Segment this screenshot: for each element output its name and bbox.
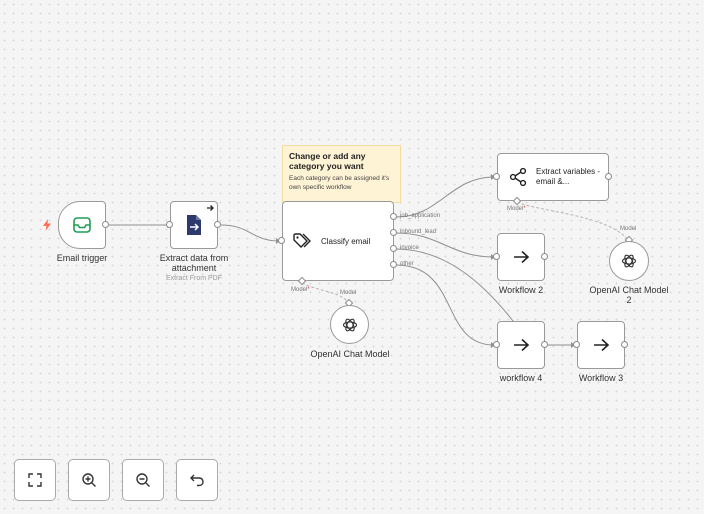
arrow-right-icon: [594, 338, 610, 352]
edge-model-openai2: [516, 201, 630, 242]
zoom-out-button[interactable]: [122, 459, 164, 501]
workflow-4-node[interactable]: [497, 321, 545, 369]
sticky-note[interactable]: Change or add any category you want Each…: [282, 145, 401, 203]
extract-variables-label: Extract variables - email &...: [536, 167, 601, 186]
workflow-4-input-handle[interactable]: [493, 341, 500, 348]
edge-inbound-workflow2: [395, 232, 495, 258]
output-job-application-label: job_application: [400, 213, 441, 219]
workflow-2-node[interactable]: [497, 233, 545, 281]
workflow-3-input-handle[interactable]: [573, 341, 580, 348]
extract-pdf-sublabel: Extract From PDF: [165, 275, 222, 282]
arrow-right-icon: [514, 250, 530, 264]
classify-email-label: Classify email: [321, 236, 371, 246]
edge-other-workflow4: [395, 264, 495, 346]
sticky-body: Each category can be assigned it's own s…: [289, 175, 390, 191]
classify-input-handle[interactable]: [278, 237, 285, 244]
trigger-bolt-icon: [43, 219, 51, 231]
openai-icon: [621, 254, 637, 268]
openai-chat-model-label: OpenAI Chat Model: [310, 349, 390, 359]
openai-icon: [342, 318, 357, 331]
zoom-out-icon: [136, 473, 150, 487]
email-trigger-node[interactable]: [58, 201, 106, 249]
openai-chat-model-2-node[interactable]: [609, 241, 649, 281]
extract-variables-node[interactable]: Extract variables - email &...: [497, 153, 609, 201]
extract-variables-output-handle[interactable]: [605, 173, 612, 180]
undo-button[interactable]: [176, 459, 218, 501]
output-invoice-label: invoice: [400, 245, 419, 251]
classify-model-label: Model*: [291, 287, 310, 293]
output-other-label: other: [400, 261, 414, 267]
inbox-icon: [73, 217, 91, 233]
edge-job-extractvars: [395, 176, 495, 218]
zoom-in-icon: [82, 473, 96, 487]
fit-view-icon: [28, 473, 42, 487]
edge-invoice-workflow4: [395, 248, 521, 331]
email-trigger-label: Email trigger: [56, 253, 108, 263]
extract-pdf-input-handle[interactable]: [166, 221, 173, 228]
undo-icon: [190, 474, 204, 487]
email-trigger-output-handle[interactable]: [102, 221, 109, 228]
workflow-2-output-handle[interactable]: [541, 253, 548, 260]
openai-chat-model-node[interactable]: [330, 305, 369, 344]
sticky-title: Change or add any category you want: [289, 151, 366, 171]
output-other-handle[interactable]: [390, 261, 397, 268]
extract-pdf-output-handle[interactable]: [214, 221, 221, 228]
extract-variables-input-handle[interactable]: [493, 173, 500, 180]
extract-variables-model-label: Model*: [507, 206, 526, 212]
arrow-right-icon: [514, 338, 530, 352]
output-invoice-handle[interactable]: [390, 245, 397, 252]
openai2-model-label: Model: [620, 226, 637, 232]
workflow-4-label: workflow 4: [499, 373, 543, 383]
output-job-application-handle[interactable]: [390, 213, 397, 220]
workflow-4-output-handle[interactable]: [541, 341, 548, 348]
workflow-3-node[interactable]: [577, 321, 625, 369]
arrow-right-small-icon: [207, 205, 214, 211]
output-inbound-lead-handle[interactable]: [390, 229, 397, 236]
openai-chat-model-2-label: OpenAI Chat Model 2: [589, 285, 669, 305]
fit-view-button[interactable]: [14, 459, 56, 501]
workflow-3-label: Workflow 3: [578, 373, 624, 383]
pdf-file-icon: [187, 215, 201, 235]
extract-pdf-label: Extract data from attachment: [159, 253, 229, 273]
tags-icon: [293, 233, 311, 248]
classify-email-node[interactable]: Classify email: [282, 201, 394, 281]
nodes-graph-icon: [509, 167, 527, 187]
workflow-2-input-handle[interactable]: [493, 253, 500, 260]
output-inbound-lead-label: inbound_lead: [400, 229, 437, 235]
openai1-model-label: Model: [340, 290, 357, 296]
zoom-in-button[interactable]: [68, 459, 110, 501]
extract-pdf-node[interactable]: [170, 201, 218, 249]
edge-model-openai1: [301, 282, 350, 306]
workflow-2-label: Workflow 2: [498, 285, 544, 295]
edge-extract-classify: [220, 224, 280, 242]
workflow-3-output-handle[interactable]: [621, 341, 628, 348]
